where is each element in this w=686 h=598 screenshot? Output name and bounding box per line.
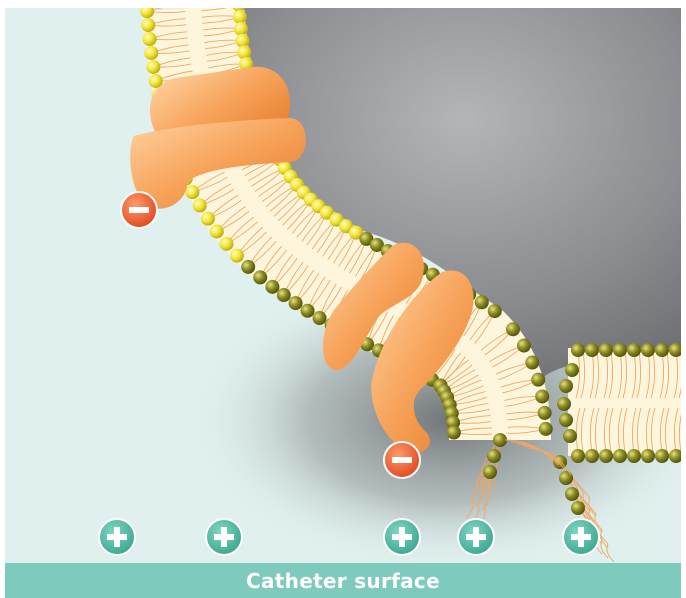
lipid-head [313, 311, 327, 325]
lipid-head [483, 465, 497, 479]
lipid-head [641, 343, 655, 357]
plus-sign-vertical [114, 527, 120, 547]
lipid-head [234, 22, 248, 36]
lipid-head [219, 237, 233, 251]
lipid-head [565, 487, 579, 501]
lipid-head [557, 397, 571, 411]
lipid-head [140, 4, 154, 18]
lipid-head [571, 501, 585, 515]
lipid-head [539, 422, 553, 436]
lipid-head [277, 288, 291, 302]
positive-charge [384, 519, 420, 555]
positive-charge [206, 519, 242, 555]
lipid-head [599, 449, 613, 463]
lipid-head [655, 449, 669, 463]
lipid-head [487, 449, 501, 463]
lipid-head [641, 449, 655, 463]
lipid-head [235, 34, 249, 48]
lipid-head [143, 32, 157, 46]
positive-charge [563, 519, 599, 555]
lipid-head [565, 363, 579, 377]
lipid-head [146, 60, 160, 74]
lipid-head [669, 449, 683, 463]
lipid-head [669, 343, 683, 357]
negative-charge [384, 442, 420, 478]
lipid-head [613, 449, 627, 463]
lipid-head [627, 343, 641, 357]
lipid-head [201, 212, 215, 226]
lipid-head [627, 449, 641, 463]
catheter-surface-label: Catheter surface [246, 569, 440, 593]
lipid-head [599, 343, 613, 357]
negative-charge [121, 192, 157, 228]
lipid-head [538, 406, 552, 420]
lipid-head [447, 425, 461, 439]
positive-charge [99, 519, 135, 555]
lipid-head [535, 389, 549, 403]
lipid-head [585, 343, 599, 357]
lipid-head [493, 433, 507, 447]
lipid-head [571, 343, 585, 357]
catheter-surface: Catheter surface [5, 563, 681, 598]
lipid-head [253, 270, 267, 284]
lipid-head [531, 373, 545, 387]
lipid-head [210, 224, 224, 238]
lipid-head [655, 343, 669, 357]
lipid-tail [201, 3, 239, 4]
lipid-head [241, 260, 255, 274]
lipid-head [289, 296, 303, 310]
lipid-head [141, 18, 155, 32]
lipid-head [301, 304, 315, 318]
lipid-head [475, 295, 489, 309]
minus-sign [129, 207, 149, 213]
lipid-head [144, 46, 158, 60]
plus-sign-vertical [399, 527, 405, 547]
lipid-head [563, 429, 577, 443]
positive-charge [458, 519, 494, 555]
lipid-head [559, 471, 573, 485]
lipid-head [233, 10, 247, 24]
lipid-head [525, 356, 539, 370]
minus-sign [392, 457, 412, 463]
lipid-head [559, 379, 573, 393]
lipid-head [506, 322, 520, 336]
lipid-head [185, 185, 199, 199]
lipid-head [488, 304, 502, 318]
plus-sign-vertical [221, 527, 227, 547]
lipid-head [230, 249, 244, 263]
lipid-head [265, 280, 279, 294]
lipid-head [559, 413, 573, 427]
plus-sign-vertical [578, 527, 584, 547]
lipid-head [237, 45, 251, 59]
lipid-head [613, 343, 627, 357]
lipid-head [585, 449, 599, 463]
lipid-head [193, 199, 207, 213]
lipid-head [571, 449, 585, 463]
lipid-head [517, 339, 531, 353]
plus-sign-vertical [473, 527, 479, 547]
